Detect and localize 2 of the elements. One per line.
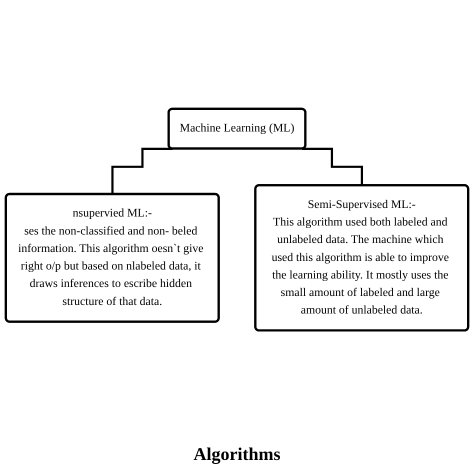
connector (302, 148, 364, 187)
branch-label: Algorithms (192, 444, 282, 465)
